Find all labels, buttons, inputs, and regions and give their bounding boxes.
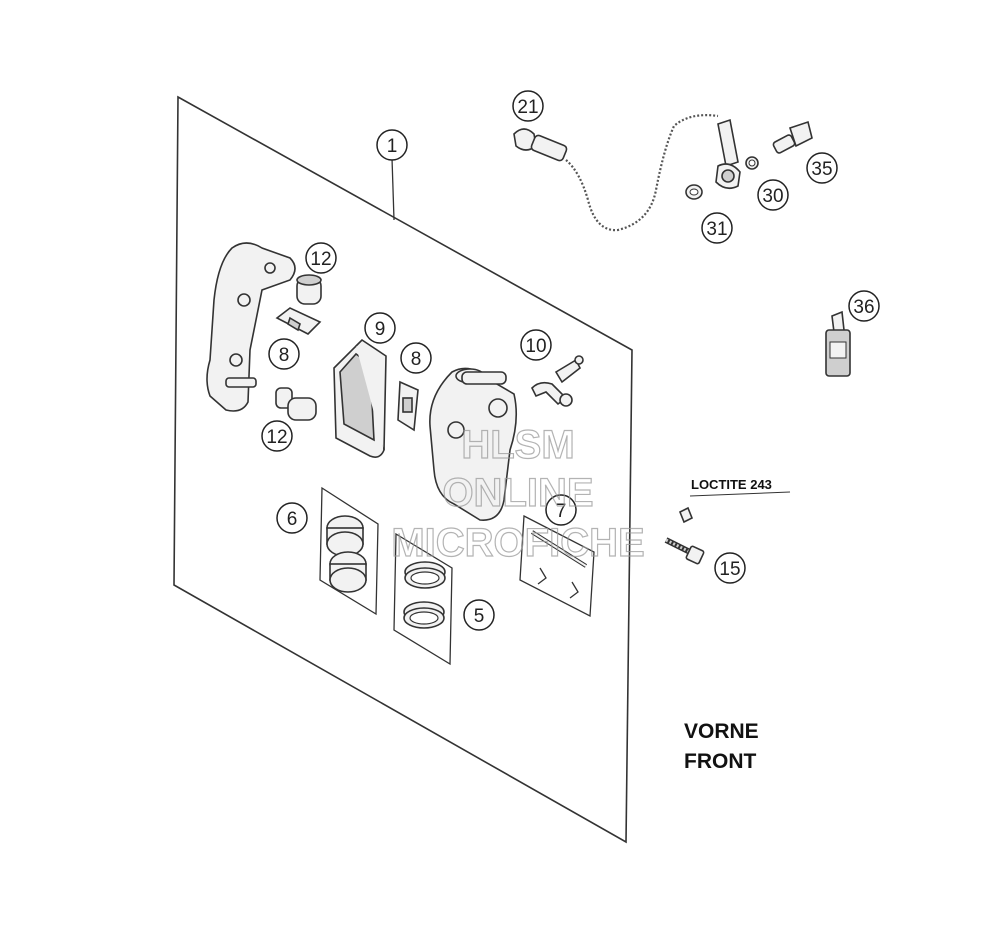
direction-label-front: FRONT <box>684 750 756 773</box>
callout-10: 10 <box>520 329 552 361</box>
leader-1 <box>391 157 395 221</box>
svg-text:HLSM: HLSM <box>461 423 574 467</box>
callout-31: 31 <box>701 212 733 244</box>
callout-7: 7 <box>545 494 577 526</box>
callout-6: 6 <box>276 502 308 534</box>
watermark: HLSM ONLINE MICROFICHE <box>391 422 646 565</box>
pad-spring-left <box>275 307 322 335</box>
callout-1: 1 <box>376 129 408 161</box>
mounting-bolt <box>664 491 791 565</box>
svg-text:12: 12 <box>266 427 287 448</box>
svg-text:9: 9 <box>375 319 386 340</box>
washer-30 <box>745 156 759 170</box>
svg-text:30: 30 <box>762 186 783 207</box>
svg-text:31: 31 <box>706 219 727 240</box>
loctite-label: LOCTITE 243 <box>691 477 772 492</box>
svg-text:7: 7 <box>556 501 567 522</box>
loctite-bottle <box>825 310 851 377</box>
svg-text:21: 21 <box>517 97 538 118</box>
pistons-kit <box>319 486 379 616</box>
brake-hose <box>513 114 741 232</box>
callout-36: 36 <box>848 290 880 322</box>
seals-kit <box>393 532 453 666</box>
brake-pads <box>333 338 387 458</box>
callout-21: 21 <box>512 90 544 122</box>
svg-text:10: 10 <box>525 336 546 357</box>
callout-15: 15 <box>714 552 746 584</box>
svg-text:36: 36 <box>853 297 874 318</box>
svg-text:5: 5 <box>474 606 485 627</box>
callout-30: 30 <box>757 179 789 211</box>
svg-text:12: 12 <box>310 249 331 270</box>
callouts: 1 21 12 8 9 8 10 12 <box>261 90 880 631</box>
callout-35: 35 <box>806 152 838 184</box>
svg-text:35: 35 <box>811 159 832 180</box>
direction-label-vorne: VORNE <box>684 720 759 743</box>
callout-12-lower: 12 <box>261 420 293 452</box>
washer-31 <box>685 184 703 200</box>
bushing-upper <box>296 274 322 305</box>
svg-text:6: 6 <box>287 509 298 530</box>
callout-8-left: 8 <box>268 338 300 370</box>
caliper-bracket <box>206 242 296 412</box>
svg-text:8: 8 <box>279 345 290 366</box>
banjo-bolt <box>772 120 813 154</box>
caliper-body <box>429 367 518 521</box>
callout-9: 9 <box>364 312 396 344</box>
svg-text:15: 15 <box>719 559 740 580</box>
assembly-panel <box>173 95 633 844</box>
bleeder-valve <box>531 355 584 407</box>
bolt-lower <box>275 387 317 421</box>
pad-spring-right <box>397 380 419 432</box>
svg-text:1: 1 <box>387 136 398 157</box>
svg-text:8: 8 <box>411 349 422 370</box>
callout-8-right: 8 <box>400 342 432 374</box>
callout-5: 5 <box>463 599 495 631</box>
pin-kit <box>519 514 595 618</box>
svg-text:MICROFICHE: MICROFICHE <box>391 521 644 565</box>
svg-text:ONLINE: ONLINE <box>442 471 593 515</box>
callout-12-upper: 12 <box>305 242 337 274</box>
